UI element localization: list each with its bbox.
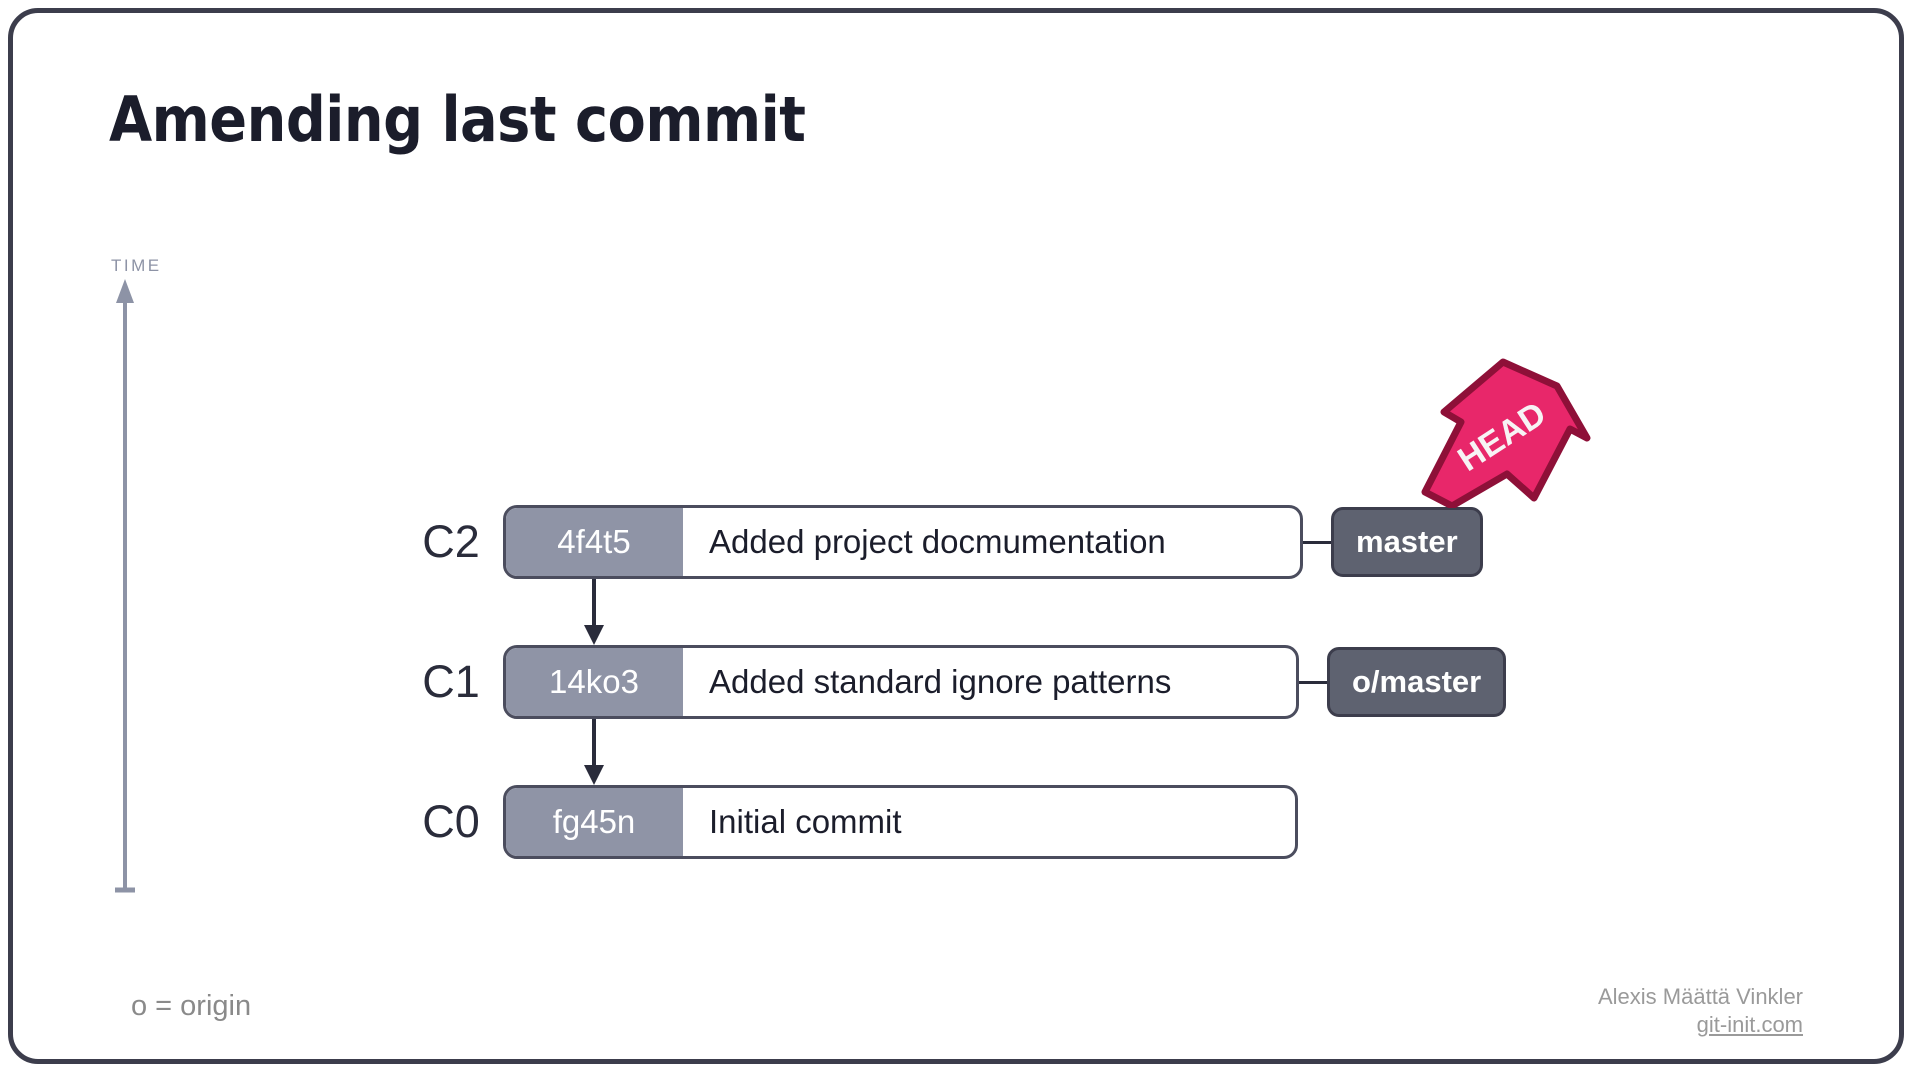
branch-badge-master[interactable]: master bbox=[1331, 507, 1483, 577]
commit-message-c1: Added standard ignore patterns bbox=[709, 663, 1172, 700]
commit-message-c2: Added project docmumentation bbox=[709, 523, 1166, 560]
commit-label-c0: C0 bbox=[422, 796, 480, 847]
head-pointer-arrow: HEAD bbox=[1421, 358, 1591, 508]
time-axis-label: TIME bbox=[111, 256, 162, 275]
commit-box-c1[interactable]: 14ko3 Added standard ignore patterns bbox=[503, 645, 1299, 719]
commit-box-c0[interactable]: fg45n Initial commit bbox=[503, 785, 1298, 859]
legend-origin: o = origin bbox=[131, 990, 252, 1022]
commit-label-c2: C2 bbox=[422, 516, 480, 567]
branch-connector-c1 bbox=[1299, 681, 1327, 684]
commit-label-c1: C1 bbox=[422, 656, 480, 707]
branch-badge-o-master[interactable]: o/master bbox=[1327, 647, 1507, 717]
commit-hash-c2: 4f4t5 bbox=[506, 508, 683, 576]
time-axis-arrow bbox=[115, 279, 135, 893]
commit-hash-c1: 14ko3 bbox=[506, 648, 683, 716]
credit-site-link[interactable]: git-init.com bbox=[1696, 1012, 1803, 1037]
parent-arrow-c1-c0 bbox=[584, 719, 604, 785]
credit-author: Alexis Määttä Vinkler bbox=[1597, 984, 1803, 1009]
branch-connector-c2 bbox=[1303, 541, 1331, 544]
slide-card: Amending last commit TIME C2 4f4t5 Added… bbox=[8, 8, 1904, 1064]
commit-message-c0: Initial commit bbox=[709, 803, 902, 840]
credit-block: Alexis Määttä Vinkler git-init.com bbox=[1598, 983, 1803, 1039]
commit-box-c2[interactable]: 4f4t5 Added project docmumentation bbox=[503, 505, 1303, 579]
parent-arrow-c2-c1 bbox=[584, 579, 604, 645]
commit-hash-c0: fg45n bbox=[506, 788, 683, 856]
page-title: Amending last commit bbox=[109, 83, 806, 156]
